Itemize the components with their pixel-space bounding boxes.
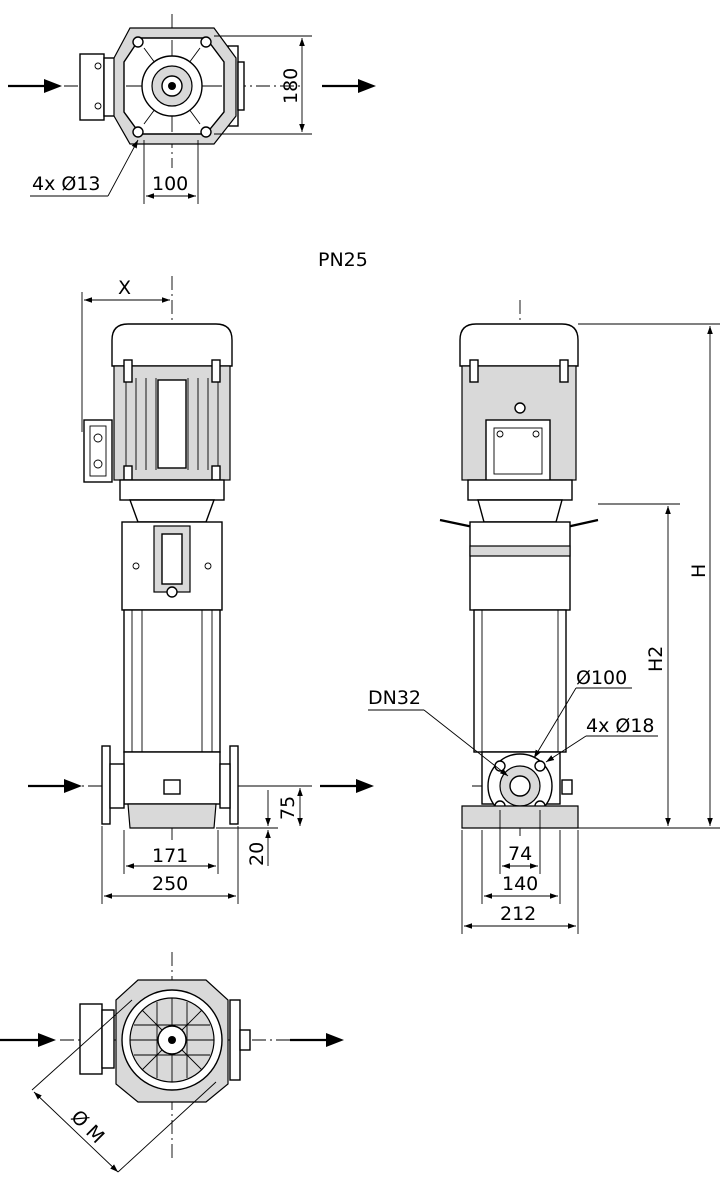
motor-diameter-label: Ø M xyxy=(66,1106,108,1148)
inlet-arrow-icon xyxy=(64,779,82,793)
total-height-label: H xyxy=(688,564,710,578)
base-height-label: 20 xyxy=(246,842,268,866)
side-view xyxy=(368,300,720,934)
top-width-label: 100 xyxy=(152,173,188,195)
pressure-rating-label: PN25 xyxy=(318,249,368,271)
top-view xyxy=(8,14,376,204)
port-to-port-label: 250 xyxy=(152,873,188,895)
top-holes-label: 4x Ø13 xyxy=(32,173,101,195)
foot-spacing-label: 171 xyxy=(152,845,188,867)
outlet-arrow-icon xyxy=(326,1033,344,1047)
nominal-diameter-label: DN32 xyxy=(368,687,421,709)
motor-offset-label: X xyxy=(118,277,131,299)
front-view xyxy=(28,276,374,904)
flange-diameter-label: Ø100 xyxy=(576,667,627,689)
inlet-arrow-icon xyxy=(8,79,62,93)
foot-hole-spacing-label: 74 xyxy=(508,843,532,865)
outlet-arrow-icon xyxy=(322,79,376,93)
base-width-label: 212 xyxy=(500,903,536,925)
flange-height-label: 75 xyxy=(277,796,299,820)
outlet-arrow-icon xyxy=(356,779,374,793)
inlet-arrow-icon xyxy=(38,1033,56,1047)
flange-holes-label: 4x Ø18 xyxy=(586,715,655,737)
top-height-label: 180 xyxy=(280,68,302,104)
bottom-view xyxy=(0,952,344,1173)
suction-height-label: H2 xyxy=(645,646,667,672)
foot-width-label: 140 xyxy=(502,873,538,895)
